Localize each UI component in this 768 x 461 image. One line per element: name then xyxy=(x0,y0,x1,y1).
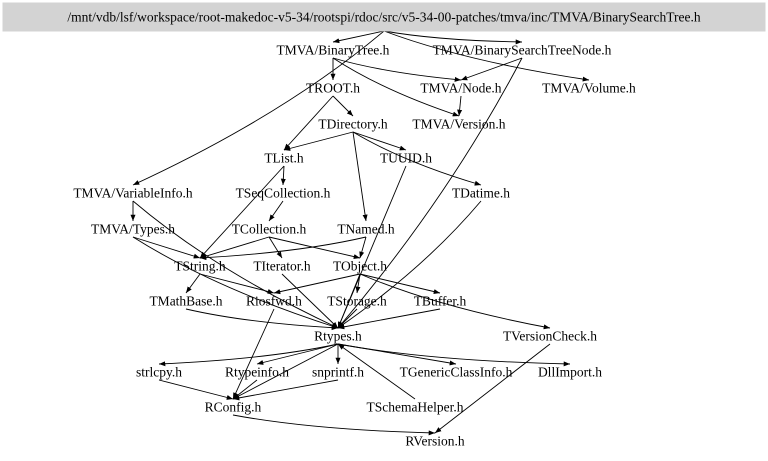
edge-tbuffer-to-rtypes xyxy=(337,308,441,330)
edge-tversioncheck-to-rversion xyxy=(434,343,551,434)
edge-root-to-bstnode xyxy=(383,30,523,45)
edge-titerator-to-rtypes xyxy=(281,273,339,329)
edge-types-to-tstring xyxy=(132,236,201,259)
node-tuuid[interactable]: TUUID.h xyxy=(380,151,432,166)
edge-rconfig-to-rversion xyxy=(232,414,436,436)
edge-tdirectory-to-tdatime xyxy=(352,131,482,186)
edge-root-to-variableinfo xyxy=(132,30,385,186)
edge-tcollection-to-titerator xyxy=(268,236,283,259)
edge-tmathbase-to-rtypes xyxy=(185,308,339,331)
node-tlist[interactable]: TList.h xyxy=(264,151,304,166)
edge-rtypes-to-rconfig xyxy=(232,343,339,400)
edge-rtypes-to-dllimport xyxy=(337,343,571,367)
node-tstring[interactable]: TString.h xyxy=(174,259,226,274)
nodes: TMVA/BinaryTree.h TMVA/BinarySearchTreeNo… xyxy=(73,43,636,449)
node-tdatime[interactable]: TDatime.h xyxy=(452,186,510,201)
node-tbuffer[interactable]: TBuffer.h xyxy=(414,294,467,309)
node-tcollection[interactable]: TCollection.h xyxy=(232,222,307,237)
edge-node-to-version xyxy=(457,95,463,117)
edge-tobject-to-riosfwd xyxy=(273,273,361,295)
node-tdirectory[interactable]: TDirectory.h xyxy=(318,117,387,132)
edge-tstring-to-tmathbase xyxy=(185,273,201,294)
edge-tnamed-to-tstring xyxy=(199,236,367,261)
edge-variableinfo-to-rtypes xyxy=(132,200,339,329)
node-tseqcollection[interactable]: TSeqCollection.h xyxy=(236,186,331,201)
edge-rtypeinfo-to-rconfig xyxy=(232,379,258,400)
node-tversioncheck[interactable]: TVersionCheck.h xyxy=(503,329,597,344)
node-tstorage[interactable]: TStorage.h xyxy=(327,294,387,309)
node-riosfwd[interactable]: Riosfwd.h xyxy=(246,294,302,309)
root-node-label: /mnt/vdb/lsf/workspace/root-makedoc-v5-3… xyxy=(67,10,700,25)
edge-binarytree-to-node xyxy=(332,57,462,82)
edge-snprintf-to-rconfig xyxy=(232,379,339,401)
node-bstnode[interactable]: TMVA/BinarySearchTreeNode.h xyxy=(433,43,612,58)
edge-tdirectory-to-tlist xyxy=(283,131,354,151)
edge-tnamed-to-tobject xyxy=(359,236,367,259)
edge-bstnode-to-node xyxy=(460,57,523,81)
node-tobject[interactable]: TObject.h xyxy=(333,259,387,274)
edge-types-to-rtypes xyxy=(132,236,339,329)
root-node[interactable]: /mnt/vdb/lsf/workspace/root-makedoc-v5-3… xyxy=(2,2,766,32)
node-tnamed[interactable]: TNamed.h xyxy=(337,222,395,237)
node-variableinfo[interactable]: TMVA/VariableInfo.h xyxy=(73,186,193,201)
node-troot[interactable]: TROOT.h xyxy=(306,81,360,96)
node-tmathbase[interactable]: TMathBase.h xyxy=(149,294,222,309)
edge-riosfwd-to-rconfig xyxy=(232,308,275,400)
edge-tlist-to-tstring xyxy=(199,165,285,259)
node-tgenericclassinfo[interactable]: TGenericClassInfo.h xyxy=(400,365,513,380)
edge-root-to-binarytree xyxy=(332,30,385,44)
edge-tdatime-to-rtypes xyxy=(337,200,482,329)
edge-troot-to-tdirectory xyxy=(332,95,354,117)
node-titerator[interactable]: TIterator.h xyxy=(253,259,311,274)
node-types[interactable]: TMVA/Types.h xyxy=(91,222,175,237)
edge-tcollection-to-tstring xyxy=(199,236,270,259)
edge-tcollection-to-tobject xyxy=(268,236,361,260)
node-tschemahelper[interactable]: TSchemaHelper.h xyxy=(366,400,463,415)
edge-rtypes-to-rtypeinfo xyxy=(256,343,339,365)
edge-tdirectory-to-tnamed xyxy=(352,131,368,222)
node-binarytree[interactable]: TMVA/BinaryTree.h xyxy=(277,43,390,58)
edge-troot-to-tlist xyxy=(283,95,334,151)
node-rversion[interactable]: RVersion.h xyxy=(405,434,465,449)
edge-strlcpy-to-rconfig xyxy=(158,379,234,400)
edge-rtypes-to-strlcpy xyxy=(158,343,339,367)
node-rtypes[interactable]: Rtypes.h xyxy=(314,329,362,344)
edge-tobject-to-tbuffer xyxy=(359,273,441,294)
edges xyxy=(130,30,590,436)
edge-tseqcollection-to-tcollection xyxy=(268,200,284,222)
edge-tschemahelper-to-rtypes xyxy=(337,343,416,400)
edge-binarytree-to-version xyxy=(332,57,460,117)
node-volume[interactable]: TMVA/Volume.h xyxy=(542,81,636,96)
edge-tlist-to-tseqcollection xyxy=(280,165,286,186)
node-node[interactable]: TMVA/Node.h xyxy=(420,81,501,96)
edge-bstnode-to-rtypes xyxy=(337,57,523,329)
node-dllimport[interactable]: DllImport.h xyxy=(538,365,602,380)
edge-tobject-to-tversioncheck xyxy=(359,273,551,330)
node-rtypeinfo[interactable]: Rtypeinfo.h xyxy=(225,365,289,380)
edge-root-to-volume xyxy=(383,30,590,82)
node-strlcpy[interactable]: strlcpy.h xyxy=(136,365,182,380)
edge-tdirectory-to-tuuid xyxy=(352,131,407,151)
node-snprintf[interactable]: snprintf.h xyxy=(312,365,364,380)
edge-tstring-to-riosfwd xyxy=(199,273,275,294)
node-version[interactable]: TMVA/Version.h xyxy=(412,117,505,132)
node-rconfig[interactable]: RConfig.h xyxy=(205,400,262,415)
